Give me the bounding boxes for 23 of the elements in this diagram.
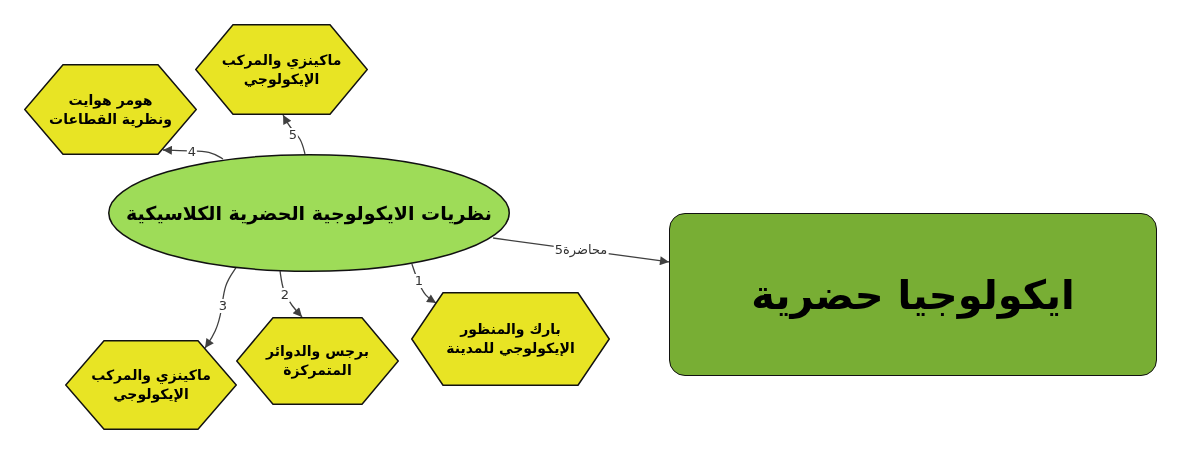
theory-hexagon [195,24,368,115]
node-label: ماكينزي والمركب الإيكولوجي [220,50,343,89]
node-label: بارك والمنظور الإيكولوجي للمدينة [445,320,576,358]
edge-label: 5 [287,128,299,142]
theory-hexagon [236,317,399,405]
arrow [282,114,306,155]
arrow [162,145,224,160]
node-label: نظريات الايكولوجية الحضرية الكلاسيكية [126,201,492,226]
node-label: هومر هوايت ونظرية القطاعات [48,90,173,129]
edge-label: 4 [186,145,198,159]
arrow [204,267,237,349]
edge-label: 2 [279,288,291,302]
theory-hexagon [411,292,610,386]
subject-box [669,213,1157,376]
node-label: ماكينزي والمركب الإيكولوجي [90,366,212,404]
edge-label: محاضرة5 [553,243,609,257]
topic-ellipse [108,154,510,272]
edge-label: 1 [413,274,425,288]
node-label: ايكولوجيا حضرية [751,270,1075,321]
theory-hexagon [65,340,237,430]
node-label: برجس والدوائر المتمركزة [264,342,370,380]
theory-hexagon [24,64,197,155]
edge-label: 3 [217,299,229,313]
